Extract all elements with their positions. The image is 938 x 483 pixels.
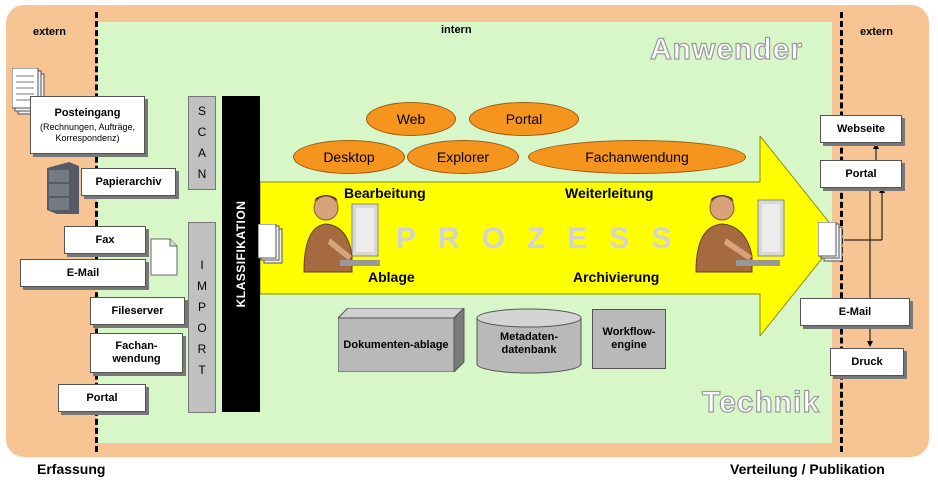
klassifikation-bar: KLASSIFIKATION xyxy=(222,96,260,412)
import-letter: O xyxy=(197,320,207,335)
watermark-anwender: Anwender xyxy=(649,32,804,66)
process-word: PROZESS xyxy=(396,222,694,255)
app-ellipse-explorer: Explorer xyxy=(407,140,519,174)
portal-input-box: Portal xyxy=(58,384,146,412)
klassifikation-label: KLASSIFIKATION xyxy=(234,200,248,308)
import-letter: T xyxy=(198,362,206,377)
process-ablage: Ablage xyxy=(368,269,415,285)
process-weiterleitung: Weiterleitung xyxy=(565,185,654,201)
process-bearbeitung: Bearbeitung xyxy=(344,185,426,201)
dokumentenablage-box-shape xyxy=(338,308,465,372)
scan-letter: N xyxy=(197,167,207,181)
app-ellipse-fachanwendung: Fachanwendung xyxy=(528,140,746,174)
metadatenbank-label: Metadaten-datenbank xyxy=(499,331,559,356)
posteingang-box: Posteingang (Rechnungen, Aufträge, Korre… xyxy=(30,96,145,154)
zone-label-extern-right: extern xyxy=(860,26,894,38)
zone-label-extern-left: extern xyxy=(33,26,67,38)
scan-bar: S C A N xyxy=(188,96,216,190)
zone-label-intern: intern xyxy=(441,24,472,36)
import-letter: R xyxy=(197,341,207,356)
footer-erfassung: Erfassung xyxy=(37,461,106,477)
app-ellipse-portal: Portal xyxy=(469,102,579,136)
footer-verteilung: Verteilung / Publikation xyxy=(730,461,885,477)
posteingang-detail: (Rechnungen, Aufträge, Korrespondenz) xyxy=(39,121,136,143)
filing-cabinet-icon xyxy=(47,162,79,214)
outgoing-documents-icon xyxy=(818,222,843,262)
druck-box: Druck xyxy=(830,348,904,376)
dokumentenablage-label: Dokumenten-ablage xyxy=(343,338,449,351)
fax-box: Fax xyxy=(64,226,146,254)
portal-output-box: Portal xyxy=(820,160,902,188)
import-letter: P xyxy=(197,299,206,314)
worker-icon xyxy=(695,195,785,273)
scan-letter: S xyxy=(197,104,206,118)
scan-letter: A xyxy=(197,146,206,160)
fileserver-box: Fileserver xyxy=(90,297,185,325)
workflow-engine-box: Workflow-engine xyxy=(592,309,666,369)
output-connectors xyxy=(844,143,885,347)
posteingang-title: Posteingang xyxy=(54,106,121,119)
incoming-documents-icon xyxy=(258,224,283,264)
scan-letter: C xyxy=(197,125,207,139)
fachanwendung-input-box: Fachan-wendung xyxy=(90,333,183,373)
worker-icon xyxy=(303,195,380,273)
webseite-box: Webseite xyxy=(820,115,902,143)
app-ellipse-web: Web xyxy=(366,102,456,136)
app-ellipse-desktop: Desktop xyxy=(293,140,405,174)
email-input-box: E-Mail xyxy=(20,259,146,287)
import-bar: I M P O R T xyxy=(188,222,216,413)
import-letter: M xyxy=(197,278,207,293)
watermark-technik: Technik xyxy=(701,385,821,419)
papierarchiv-box: Papierarchiv xyxy=(81,168,176,196)
process-arrow xyxy=(260,136,840,336)
metadatenbank-cylinder xyxy=(476,308,582,374)
process-archivierung: Archivierung xyxy=(573,269,660,285)
email-output-box: E-Mail xyxy=(800,298,910,326)
import-letter: I xyxy=(200,257,204,272)
document-icon xyxy=(150,238,178,276)
